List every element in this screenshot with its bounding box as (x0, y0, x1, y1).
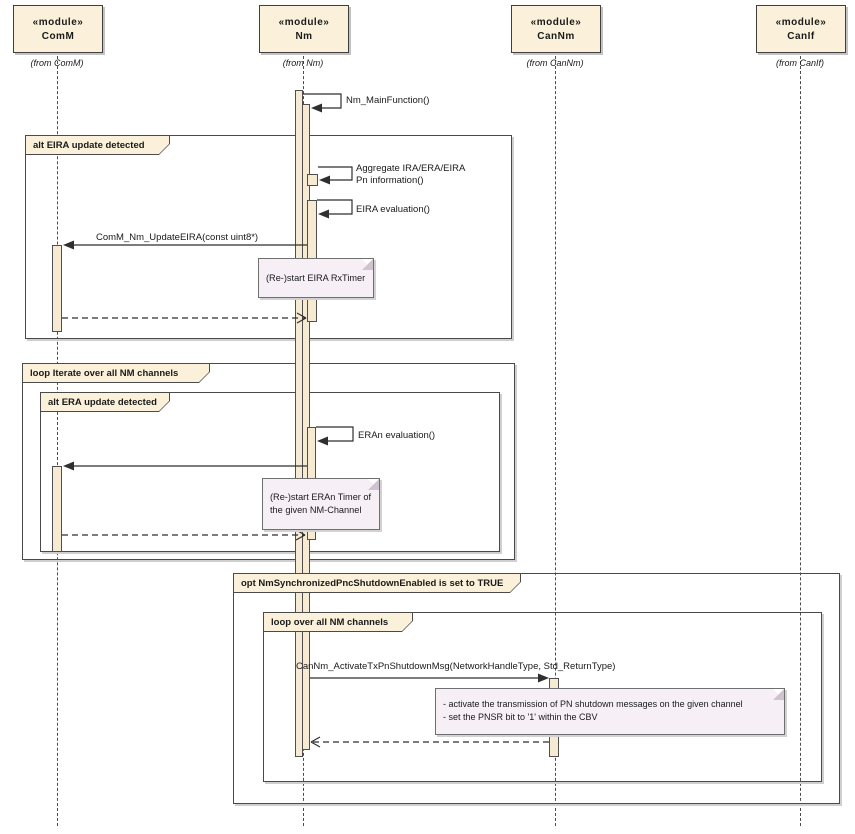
return-comm-to-nm-era (62, 529, 306, 541)
note-text: (Re-)start EIRA RxTimer (266, 273, 366, 283)
note-fold-icon (368, 479, 379, 490)
note-era-timer: (Re-)start ERAn Timer of the given NM-Ch… (262, 478, 380, 530)
fragment-label-alt-eira: alt EIRA update detected (25, 135, 170, 155)
return-comm-to-nm-eira (62, 312, 307, 324)
fragment-opt-pnc (233, 573, 840, 804)
note-pn-shutdown: - activate the transmission of PN shutdo… (435, 688, 785, 735)
fragment-label-loop-channels: loop Iterate over all NM channels (22, 363, 210, 383)
fragment-label-text: opt NmSynchronizedPncShutdownEnabled is … (234, 574, 520, 592)
fragment-label-text: alt ERA update detected (41, 393, 169, 411)
message-label-aggregate-1: Aggregate IRA/ERA/EIRA (356, 163, 466, 174)
fragment-loop-nm (263, 612, 822, 782)
stereotype-label: «module» (32, 16, 84, 28)
note-text: the given NM-Channel (270, 505, 362, 515)
message-cannm-activatetxpnshutdownmsg (310, 673, 549, 683)
lifeline-head-nm: «module» Nm (259, 5, 349, 53)
activation-comm-1 (52, 245, 62, 332)
lifeline-head-cannm: «module» CanNm (511, 5, 601, 53)
message-label-cannm-activate: CanNm_ActivateTxPnShutdownMsg(NetworkHan… (296, 661, 616, 672)
module-name: ComM (41, 30, 75, 42)
stereotype-label: «module» (278, 16, 330, 28)
message-label-eira-eval: EIRA evaluation() (356, 204, 430, 215)
stereotype-label: «module» (775, 16, 827, 28)
fragment-alt-era (40, 392, 500, 552)
fragment-loop-channels (22, 363, 515, 560)
note-fold-icon (773, 689, 784, 700)
note-text: - set the PNSR bit to '1' within the CBV (443, 712, 598, 722)
fragment-label-text: loop over all NM channels (264, 613, 412, 631)
lifeline-comm (57, 51, 58, 826)
message-comm-nm-updateeira (63, 240, 307, 250)
fragment-label-loop-nm: loop over all NM channels (263, 612, 413, 632)
note-eira-rxtimer: (Re-)start EIRA RxTimer (258, 258, 374, 298)
message-label-comm-update: ComM_Nm_UpdateEIRA(const uint8*) (96, 232, 259, 243)
self-message-aggregate (318, 166, 353, 185)
module-name: Nm (295, 30, 313, 42)
note-text: - activate the transmission of PN shutdo… (443, 699, 743, 709)
self-message-eran-evaluation (316, 426, 354, 446)
from-label-nm: (from Nm) (282, 58, 324, 68)
message-nm-to-comm-era (63, 461, 307, 471)
self-message-nm-mainfunction (303, 93, 342, 113)
return-cannm-to-nm (310, 736, 549, 748)
activation-nm-aggregate (307, 174, 318, 186)
stereotype-label: «module» (530, 16, 582, 28)
fragment-label-opt-pnc: opt NmSynchronizedPncShutdownEnabled is … (233, 573, 521, 593)
lifeline-canif (800, 51, 801, 826)
from-label-comm: (from ComM) (30, 58, 84, 68)
from-label-cannm: (from CanNm) (526, 58, 584, 68)
module-name: CanIf (787, 30, 815, 42)
note-text: (Re-)start ERAn Timer of (270, 492, 372, 502)
note-fold-icon (362, 259, 373, 270)
lifeline-head-comm: «module» ComM (13, 5, 103, 53)
message-label-nm-main: Nm_MainFunction() (346, 95, 430, 106)
activation-comm-2 (52, 466, 62, 552)
module-name: CanNm (537, 30, 575, 42)
fragment-label-text: alt EIRA update detected (26, 136, 169, 154)
fragment-label-alt-era: alt ERA update detected (40, 392, 170, 412)
lifeline-cannm (555, 51, 556, 826)
fragment-label-text: loop Iterate over all NM channels (23, 364, 209, 382)
message-label-aggregate-2: Pn information() (356, 175, 424, 186)
message-label-era-eval: ERAn evaluation() (358, 430, 436, 441)
fragment-alt-eira (25, 135, 512, 339)
from-label-canif: (from CanIf) (775, 58, 824, 68)
self-message-eira-evaluation (317, 199, 353, 219)
lifeline-head-canif: «module» CanIf (756, 5, 846, 53)
